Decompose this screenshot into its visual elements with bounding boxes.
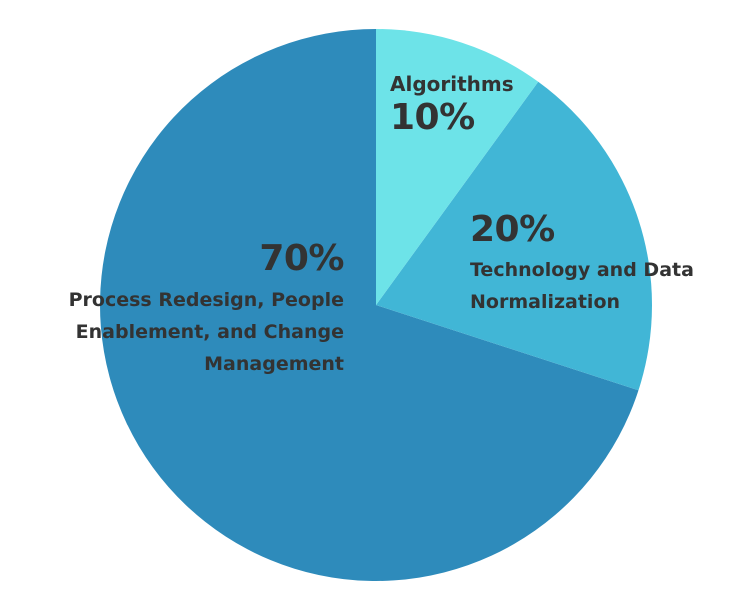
label-algorithms-pct: 10% <box>390 97 475 138</box>
label-algorithms-name: Algorithms <box>390 72 514 96</box>
label-process: 70% Process Redesign, People Enablement,… <box>68 234 345 380</box>
label-process-pct: 70% <box>259 238 344 279</box>
label-process-line1: Process Redesign, People <box>68 289 344 311</box>
label-technology-pct: 20% <box>470 209 555 250</box>
label-technology-line2: Normalization <box>470 291 621 313</box>
label-algorithms: Algorithms 10% <box>390 70 514 138</box>
label-process-line2: Enablement, and Change <box>75 321 344 343</box>
label-technology: 20% Technology and Data Normalization <box>470 206 694 318</box>
slice-process-redesign <box>99 29 639 581</box>
slice-technology <box>376 81 652 391</box>
label-technology-line1: Technology and Data <box>470 259 694 281</box>
label-process-line3: Management <box>204 353 344 375</box>
slice-algorithms <box>376 29 539 305</box>
